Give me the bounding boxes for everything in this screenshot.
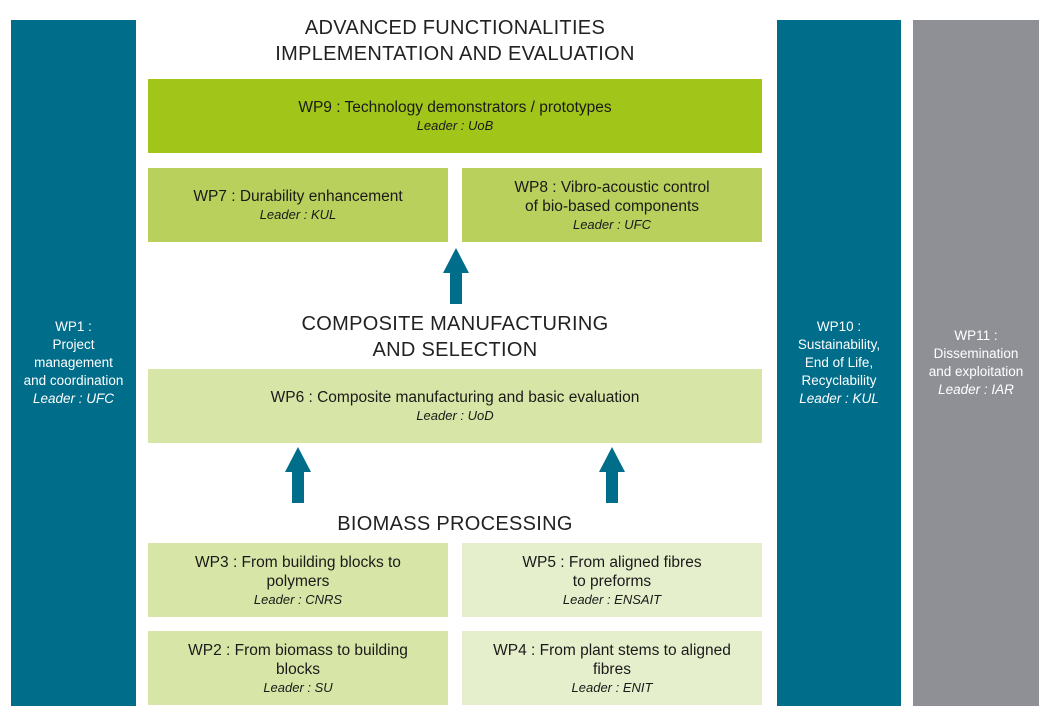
wp5-title-line: WP5 : From aligned fibres [522,553,702,571]
up-arrow-icon [599,447,625,503]
advanced-heading: ADVANCED FUNCTIONALITIES IMPLEMENTATION … [148,15,762,67]
wp7-title: WP7 : Durability enhancement [193,188,403,205]
wp9-box: WP9 : Technology demonstrators / prototy… [148,79,762,153]
wp11-leader: Leader : IAR [938,382,1014,397]
wp9-title: WP9 : Technology demonstrators / prototy… [298,99,612,116]
wp6-box: WP6 : Composite manufacturing and basic … [148,369,762,443]
wp2-leader: Leader : SU [263,679,333,695]
wp6-leader: Leader : UoD [416,408,494,423]
wp11-column: WP11 : Dissemination and exploitation Le… [913,20,1039,706]
wp2-box: WP2 : From biomass to building blocks Le… [148,631,448,705]
wp10-line: Sustainability, [797,337,881,352]
advanced-heading-line: ADVANCED FUNCTIONALITIES [304,17,606,39]
wp3-title-line: WP3 : From building blocks to [195,553,401,571]
biomass-heading-line: BIOMASS PROCESSING [337,513,573,535]
wp4-leader: Leader : ENIT [571,679,653,695]
wp4-title-line: fibres [593,660,631,678]
wp2-title-line: blocks [276,660,320,678]
wp1-leader: Leader : UFC [32,391,115,406]
wp8-box: WP8 : Vibro-acoustic control of bio-base… [462,168,762,242]
wp4-box: WP4 : From plant stems to aligned fibres… [462,631,762,705]
composite-heading-line: AND SELECTION [372,339,538,361]
wp1-line: and coordination [23,373,124,388]
wp1-line: management [34,355,113,370]
wp3-leader: Leader : CNRS [253,591,343,607]
wp1-line: WP1 : [55,319,92,334]
wp5-title-line: to preforms [572,572,652,590]
wp7-leader: Leader : KUL [259,207,337,222]
wp11-line: Dissemination [933,346,1019,361]
wp1-line: Project [52,337,95,352]
wp8-title-line: WP8 : Vibro-acoustic control [514,178,710,196]
advanced-heading-line: IMPLEMENTATION AND EVALUATION [275,43,635,65]
wp4-title-line: WP4 : From plant stems to aligned [493,641,731,659]
wp7-box: WP7 : Durability enhancement Leader : KU… [148,168,448,242]
up-arrow-icon [285,447,311,503]
wp10-leader: Leader : KUL [799,391,879,406]
wp10-line: WP10 : [816,319,862,334]
wp11-line: WP11 : [954,328,998,343]
wp8-title-line: of bio-based components [524,197,700,215]
wp9-leader: Leader : UoB [416,118,494,133]
wp11-line: and exploitation [928,364,1024,379]
wp10-column: WP10 : Sustainability, End of Life, Recy… [777,20,901,706]
wp10-line: Recyclability [801,373,877,388]
wp3-box: WP3 : From building blocks to polymers L… [148,543,448,617]
wp3-title-line: polymers [266,572,330,590]
wp8-leader: Leader : UFC [572,216,652,232]
wp2-title-line: WP2 : From biomass to building [188,641,408,659]
biomass-heading: BIOMASS PROCESSING [148,511,762,537]
wp6-title: WP6 : Composite manufacturing and basic … [270,389,640,406]
up-arrow-icon [443,248,469,304]
wp1-column: WP1 : Project management and coordinatio… [11,20,136,706]
composite-heading-line: COMPOSITE MANUFACTURING [301,313,609,335]
wp5-leader: Leader : ENSAIT [562,591,662,607]
wp5-box: WP5 : From aligned fibres to preforms Le… [462,543,762,617]
wp10-line: End of Life, [804,355,874,370]
composite-heading: COMPOSITE MANUFACTURING AND SELECTION [148,311,762,363]
